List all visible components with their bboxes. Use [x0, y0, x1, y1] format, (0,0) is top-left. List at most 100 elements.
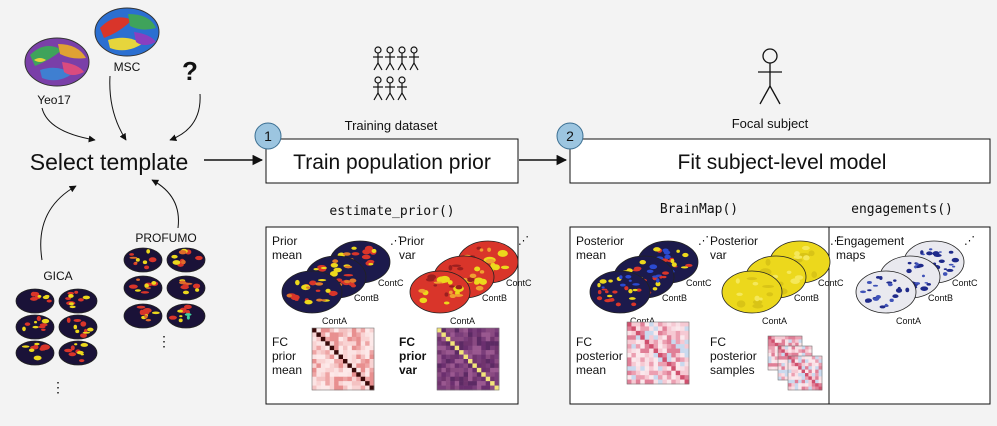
select-template-label: Select template — [30, 149, 189, 175]
more-maps-ellipsis: ⋰ — [518, 235, 529, 247]
arrow-unknown-to-select — [169, 93, 201, 142]
fit-model-label: Fit subject-level model — [678, 151, 887, 174]
svg-text:mean: mean — [576, 363, 606, 377]
arrow-msc-to-select — [109, 75, 127, 141]
gica-brain — [58, 288, 98, 314]
network-label: ContC — [686, 278, 712, 288]
profumo-brain-grid — [123, 247, 206, 329]
gica-brain-grid — [15, 288, 98, 366]
arrow-gica-to-select — [40, 185, 77, 261]
step-2-number: 2 — [566, 128, 574, 144]
profumo-brain — [166, 247, 206, 273]
network-brain — [589, 270, 651, 314]
fc-posterior-samples-label: FC posterior samples — [710, 335, 757, 377]
network-brain — [281, 270, 343, 314]
network-label: ContB — [928, 293, 953, 303]
network-label: ContA — [762, 316, 787, 326]
fc-prior-mean-label: FC prior mean — [272, 335, 302, 377]
network-label: ContB — [662, 293, 687, 303]
training-dataset-label: Training dataset — [345, 118, 438, 133]
fc-posterior-mean-label: FC posterior mean — [576, 335, 623, 377]
fc-posterior-mean-matrix — [626, 321, 690, 385]
svg-text:var: var — [399, 248, 416, 262]
more-maps-ellipsis: ⋰ — [390, 235, 401, 247]
network-brain — [409, 270, 471, 314]
unknown-template-mark: ? — [182, 56, 198, 86]
brainmap-function: BrainMap() — [660, 202, 738, 217]
svg-text:var: var — [399, 363, 417, 377]
network-label: ContB — [482, 293, 507, 303]
svg-text:mean: mean — [576, 248, 606, 262]
more-maps-ellipsis: ⋰ — [964, 235, 975, 247]
brain-msc — [94, 7, 160, 57]
gica-brain — [58, 314, 98, 340]
svg-text:Posterior: Posterior — [576, 234, 624, 248]
network-label: ContB — [794, 293, 819, 303]
profumo-brain — [166, 303, 206, 329]
svg-text:prior: prior — [272, 349, 296, 363]
prior-var-brain-stack: ⋰ ContC ContB ContA — [409, 235, 532, 326]
arrow-yeo-to-select — [41, 107, 96, 143]
more-maps-ellipsis: ⋰ — [830, 235, 841, 247]
profumo-ellipsis: ⋮ — [157, 333, 171, 349]
gica-label: GICA — [43, 269, 72, 283]
profumo-brain — [123, 247, 163, 273]
fc-prior-mean-grid — [311, 327, 375, 391]
fc-posterior-mean-grid — [626, 321, 690, 385]
svg-text:FC: FC — [576, 335, 592, 349]
engagements-function: engagements() — [851, 202, 953, 217]
gica-brain — [15, 288, 55, 314]
fit-model-box — [569, 138, 991, 184]
svg-text:maps: maps — [836, 248, 865, 262]
svg-text:samples: samples — [710, 363, 755, 377]
gica-brain — [15, 314, 55, 340]
svg-text:Prior: Prior — [399, 234, 424, 248]
svg-text:mean: mean — [272, 363, 302, 377]
network-label: ContA — [450, 316, 475, 326]
svg-text:posterior: posterior — [710, 349, 757, 363]
network-label: ContC — [952, 278, 978, 288]
fc-prior-var-grid — [436, 327, 500, 391]
posterior-var-brain-stack: ⋰ ContC ContB ContA — [721, 235, 844, 326]
network-label: ContC — [506, 278, 532, 288]
svg-text:Prior: Prior — [272, 234, 297, 248]
network-label: ContB — [354, 293, 379, 303]
more-maps-ellipsis: ⋰ — [698, 235, 709, 247]
svg-text:Posterior: Posterior — [710, 234, 758, 248]
svg-text:prior: prior — [399, 349, 427, 363]
profumo-brain — [123, 275, 163, 301]
svg-text:posterior: posterior — [576, 349, 623, 363]
network-label: ContA — [896, 316, 921, 326]
network-brain — [855, 270, 917, 314]
network-brain — [457, 240, 519, 284]
fc-posterior-sample-grid — [787, 355, 823, 391]
svg-text:FC: FC — [710, 335, 726, 349]
engagement-maps-label: Engagement maps — [836, 234, 905, 262]
network-label: ContC — [818, 278, 844, 288]
step-1-number: 1 — [264, 128, 272, 144]
network-label: ContC — [378, 278, 404, 288]
fc-prior-mean-matrix — [311, 327, 375, 391]
estimate-prior-function: estimate_prior() — [329, 204, 454, 219]
focal-subject-icon — [758, 48, 782, 105]
fc-posterior-samples-matrices — [767, 335, 823, 391]
train-prior-label: Train population prior — [293, 151, 491, 174]
fc-prior-var-label: FC prior var — [399, 335, 427, 377]
yeo17-label: Yeo17 — [37, 93, 71, 107]
arrow-profumo-to-select — [151, 179, 179, 229]
step-2-badge — [556, 122, 584, 150]
brain-yeo17 — [24, 37, 90, 87]
network-brain — [721, 270, 783, 314]
posterior-var-label: Posterior var — [710, 234, 758, 262]
training-dataset-icon — [373, 46, 419, 101]
gica-brain — [58, 340, 98, 366]
engagement-brain-stack: ⋰ ContC ContB ContA — [855, 235, 978, 326]
focal-subject-label: Focal subject — [732, 116, 809, 131]
train-prior-box — [265, 138, 519, 184]
gica-brain — [15, 340, 55, 366]
svg-text:Engagement: Engagement — [836, 234, 905, 248]
